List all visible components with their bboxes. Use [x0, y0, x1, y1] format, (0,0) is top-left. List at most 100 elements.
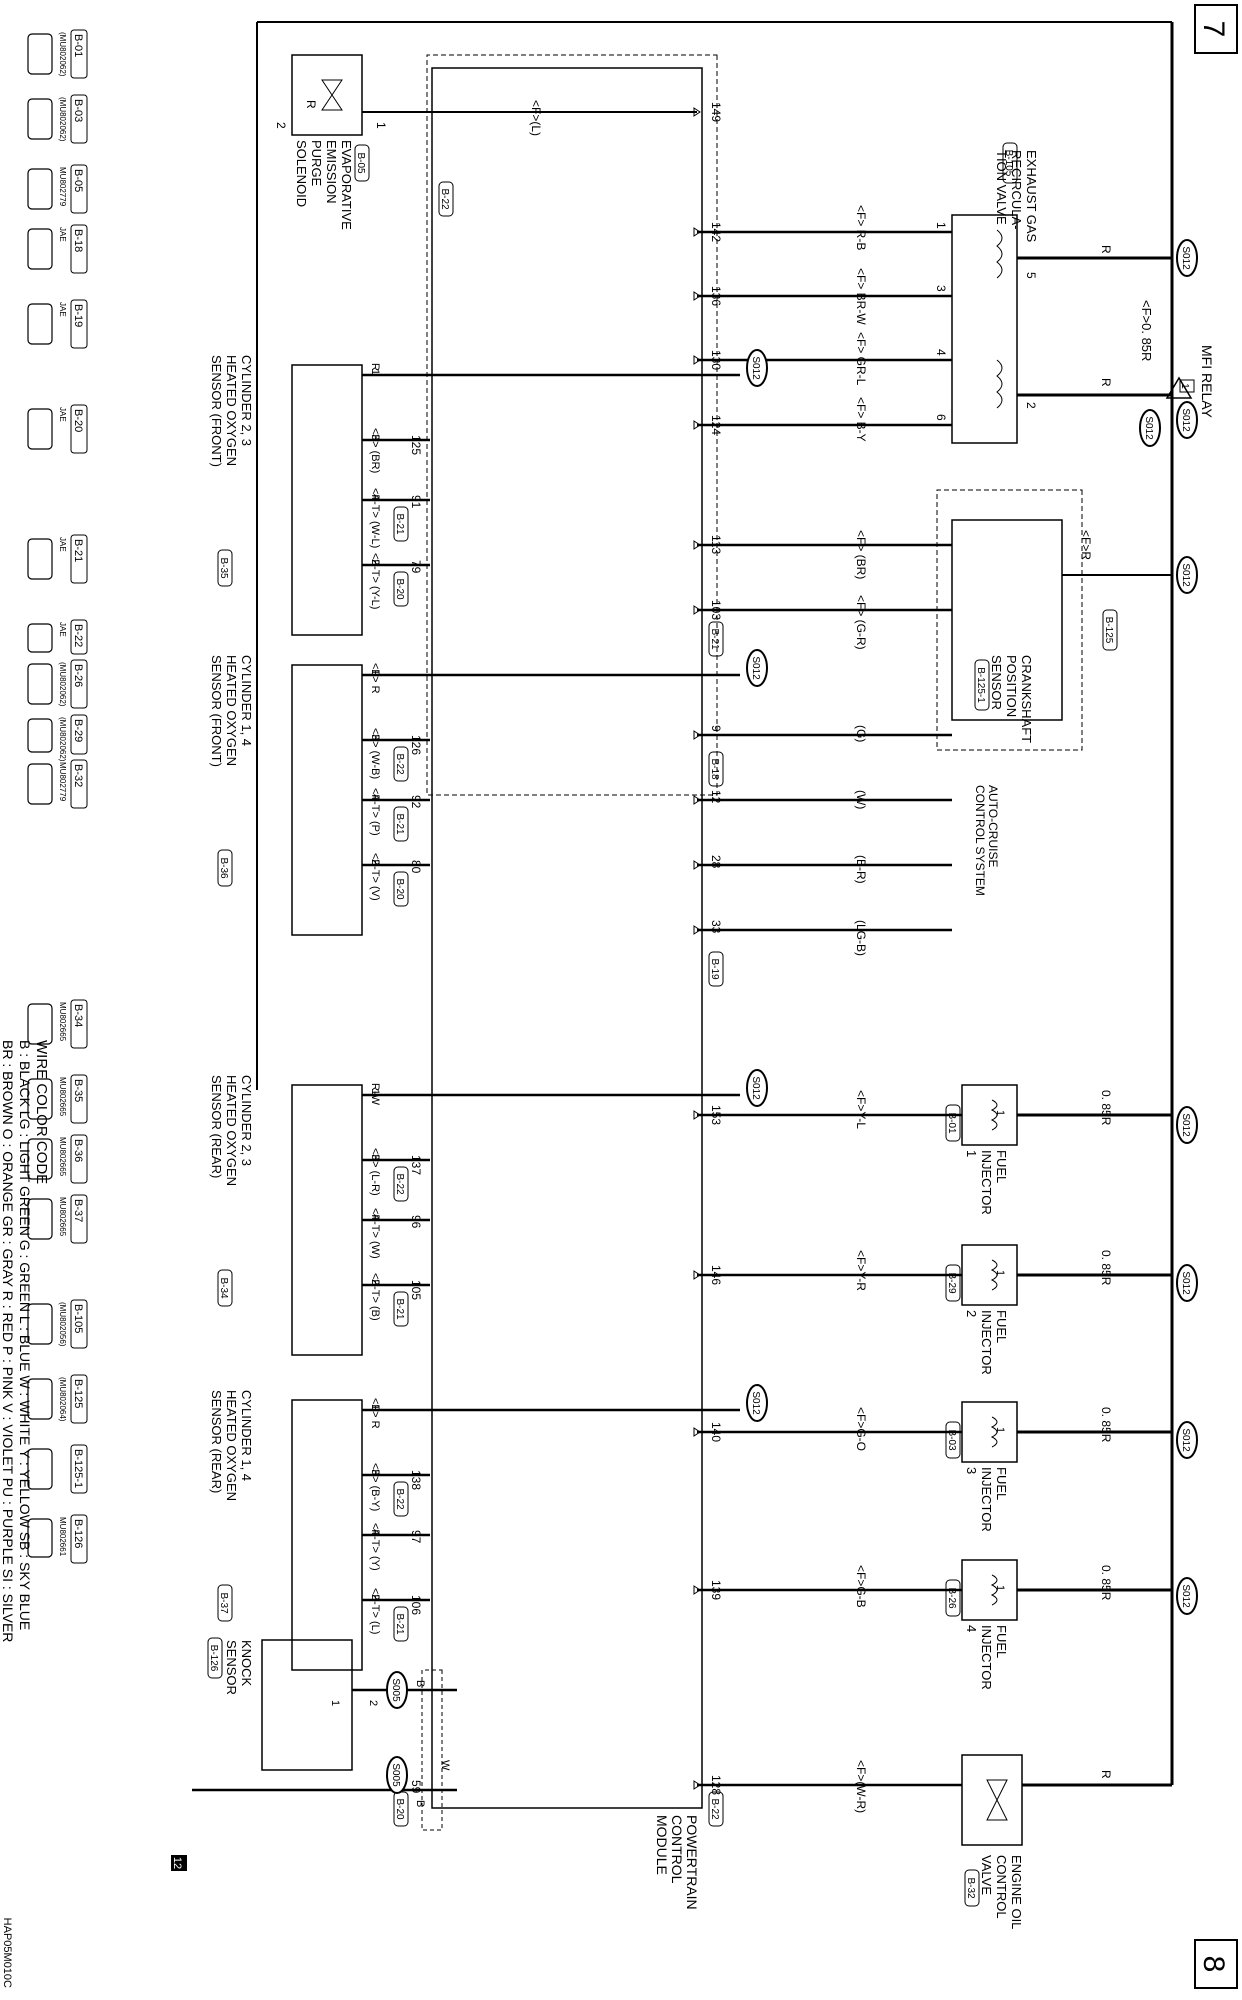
o2-wire-label: R-W: [369, 1083, 381, 1106]
injector-connector: B-01: [946, 1112, 957, 1134]
connector-tag: B-20: [394, 578, 405, 600]
svg-text:12: 12: [171, 1857, 183, 1869]
connector-face: [27, 1303, 53, 1345]
connector-tag: B-19: [709, 958, 720, 980]
connector-tag-box: [393, 571, 409, 607]
svg-text:1: 1: [329, 1700, 341, 1706]
pcm-pin: 9: [709, 725, 723, 732]
connector-face: [27, 718, 53, 753]
connector-id-box: [70, 94, 88, 144]
o2-pin: 4: [369, 494, 381, 500]
pin-mark: [693, 730, 701, 740]
connector-face: [27, 763, 53, 805]
injector-connector-tag: [945, 1264, 961, 1302]
page-box-bottom: [1194, 1939, 1238, 1989]
o2-pin: 3: [369, 1154, 381, 1160]
connector-part: MU802665: [58, 1002, 67, 1042]
o2-title: CYLINDER 2, 3: [239, 1075, 254, 1166]
svg-text:POSITION: POSITION: [1004, 655, 1019, 717]
page-code: HAP05M010C: [1, 1918, 13, 1988]
connector-id-box: [70, 619, 88, 655]
connector-id: B-19: [72, 304, 84, 327]
svg-text:2: 2: [367, 1700, 379, 1706]
injector-box: [961, 1559, 1018, 1621]
connector-tag: B-22: [394, 753, 405, 775]
splice-marks: S012 S012 S012 S012 S012 S012 S012 S012: [1139, 239, 1198, 1615]
o2-wire-label: <F> (BR): [369, 428, 381, 473]
coil-icon: [990, 1416, 998, 1448]
connector-part: JAE: [58, 407, 67, 422]
injector-pin: 1: [994, 1270, 1006, 1276]
legend-row1: B : BLACK LG : LIGHT GREEN G : GREEN L :…: [17, 1040, 33, 1630]
knock-sensor: KNOCK SENSOR B-126 S005 S005 2 1 B W B 1…: [171, 1637, 457, 1871]
o2-title: HEATED OXYGEN: [224, 655, 239, 766]
injector-supply-label: 0. 85R: [1099, 1407, 1113, 1443]
connector-part: MU802779: [58, 167, 67, 207]
o2-sensor-box: [291, 664, 363, 936]
injector-title: INJECTOR: [979, 1310, 994, 1375]
injector-box: [961, 1244, 1018, 1306]
pin-mark: [693, 605, 701, 615]
connector-id-box: [70, 1074, 88, 1124]
connector-id: B-35: [72, 1079, 84, 1102]
connector-id-box: [70, 1299, 88, 1349]
o2-wire-label: <F-T> (B): [369, 1273, 381, 1321]
svg-text:CONTROL SYSTEM: CONTROL SYSTEM: [973, 785, 987, 896]
o2-wire-label: <F> R: [369, 663, 381, 694]
o2-wire-label: <F-T> (V): [369, 853, 381, 901]
connector-tag: B-21: [394, 1298, 405, 1320]
s012-splice: [746, 1384, 768, 1422]
pin-mark: [693, 860, 701, 870]
svg-text:B-125: B-125: [1103, 617, 1114, 644]
pcm-label-1: POWERTRAIN: [684, 1815, 700, 1910]
svg-text:PURGE: PURGE: [309, 140, 324, 187]
svg-text:<F> R-B: <F> R-B: [854, 205, 868, 250]
svg-text:SENSOR: SENSOR: [224, 1640, 239, 1695]
svg-text:R: R: [304, 100, 318, 109]
connector-id-box: [70, 714, 88, 755]
o2-pin: 1: [369, 1089, 381, 1095]
wire-color-legend: WIRE COLOR CODE B : BLACK LG : LIGHT GRE…: [0, 1040, 50, 1642]
o2-pin: 2: [369, 859, 381, 865]
egr-supply-1: R: [1099, 245, 1113, 254]
pcm-pin: 91: [409, 495, 423, 509]
o2-pin: 1: [369, 669, 381, 675]
pcm-pin: 124: [709, 415, 723, 435]
egr-supply-2: R: [1099, 378, 1113, 387]
o2-title: CYLINDER 1, 4: [239, 655, 254, 746]
connector-view-b-125: B-125(MU802064): [27, 1374, 88, 1424]
injector-connector-tag: [945, 1579, 961, 1617]
o2-connector: B-35: [218, 557, 229, 579]
o2-sensor-box: [291, 364, 363, 636]
pcm-pin: 125: [409, 435, 423, 455]
pcm-pin: 59: [409, 1780, 423, 1794]
pcm-pin: 28: [709, 855, 723, 869]
egr-connector: B-105: [1003, 150, 1014, 177]
connector-face: [27, 663, 53, 705]
connector-tag-box: [393, 1166, 409, 1202]
connector-face: [27, 1078, 53, 1120]
svg-text:<F>(L): <F>(L): [529, 100, 543, 136]
o2-pin: 3: [369, 1469, 381, 1475]
svg-text:S012: S012: [1143, 416, 1154, 440]
svg-text:(LG-B): (LG-B): [854, 920, 868, 956]
connector-id: B-32: [72, 764, 84, 787]
pin-mark: [693, 1427, 701, 1437]
o2-connector-tag: [217, 1584, 233, 1622]
connector-face: [27, 623, 53, 653]
connector-tag-box: [393, 506, 409, 542]
o2-pin: 3: [369, 434, 381, 440]
connector-tag: B-18: [709, 758, 720, 780]
pcm-pin: 138: [409, 1470, 423, 1490]
injector-connector-tag: [945, 1104, 961, 1142]
o2-wire-label: <F-T> (L): [369, 1588, 381, 1634]
injector-title: INJECTOR: [979, 1625, 994, 1690]
connector-tag-box: [708, 1791, 724, 1827]
svg-text:B-126: B-126: [208, 1645, 219, 1672]
connector-part: JAE: [58, 302, 67, 317]
svg-text:S012: S012: [1180, 1428, 1191, 1452]
